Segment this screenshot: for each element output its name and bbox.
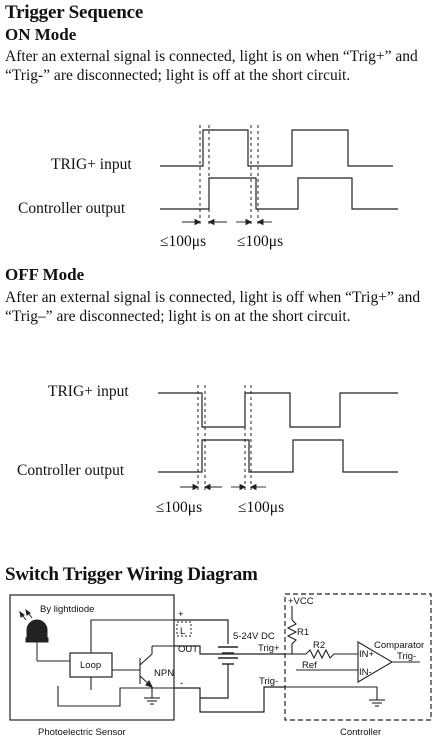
- r2-resistor: [305, 648, 358, 660]
- off-mode-description: After an external signal is connected, l…: [5, 289, 421, 325]
- on-delay-label-2: ≤100μs: [237, 233, 284, 250]
- sensor-ground-icon: [144, 697, 160, 705]
- sensor-caption: Photoelectric Sensor: [38, 727, 126, 738]
- off-trig-input-label: TRIG+ input: [48, 383, 129, 400]
- r1-label: R1: [297, 627, 309, 638]
- comparator-label: Comparator: [374, 640, 424, 651]
- npn-transistor: [112, 646, 154, 698]
- off-output-waveform: [158, 439, 398, 473]
- in-minus-label: IN-: [359, 667, 372, 678]
- l-terminal-label: L: [180, 626, 185, 637]
- off-delay-label-2: ≤100μs: [238, 499, 285, 516]
- r1-resistor: [286, 619, 298, 654]
- out-terminal-label: OUT: [178, 644, 198, 655]
- comparator-output-label: Trig-: [397, 651, 416, 662]
- loop-box: [69, 652, 113, 678]
- off-mode-heading: OFF Mode: [5, 265, 85, 284]
- on-trig-input-label: TRIG+ input: [51, 156, 132, 173]
- on-controller-output-label: Controller output: [18, 200, 126, 217]
- on-delay-label-1: ≤100μs: [160, 233, 207, 250]
- controller-caption: Controller: [340, 727, 381, 738]
- off-trig-waveform: [158, 392, 398, 428]
- off-delay-label-1: ≤100μs: [156, 499, 203, 516]
- comparator-icon: [357, 641, 394, 683]
- controller-ground-icon: [369, 699, 385, 707]
- plus-terminal-label: +: [178, 609, 184, 620]
- light-diode-label: By lightdiode: [40, 604, 94, 615]
- wiring-heading: Switch Trigger Wiring Diagram: [5, 564, 258, 585]
- dc-supply-battery-icon: [218, 646, 238, 665]
- sensor-box: [9, 594, 175, 721]
- supply-voltage-label: 5-24V DC: [233, 631, 275, 642]
- trig-minus-label: Trig-: [259, 676, 278, 687]
- controller-box: [284, 593, 432, 721]
- minus-terminal-label: -: [180, 678, 183, 689]
- on-mode-description: After an external signal is connected, l…: [5, 48, 418, 84]
- vcc-label: +VCC: [288, 596, 314, 607]
- npn-label: NPN: [154, 668, 174, 679]
- on-trig-waveform: [160, 129, 393, 167]
- light-diode-icon: [19, 608, 70, 662]
- on-mode-heading: ON Mode: [5, 25, 77, 44]
- ref-label: Ref: [302, 660, 317, 671]
- page-title: Trigger Sequence: [5, 2, 144, 23]
- trig-plus-label: Trig+: [258, 643, 280, 654]
- loop-label: Loop: [80, 660, 101, 671]
- r2-label: R2: [313, 640, 325, 651]
- in-plus-label: IN+: [359, 649, 375, 660]
- off-controller-output-label: Controller output: [17, 462, 125, 479]
